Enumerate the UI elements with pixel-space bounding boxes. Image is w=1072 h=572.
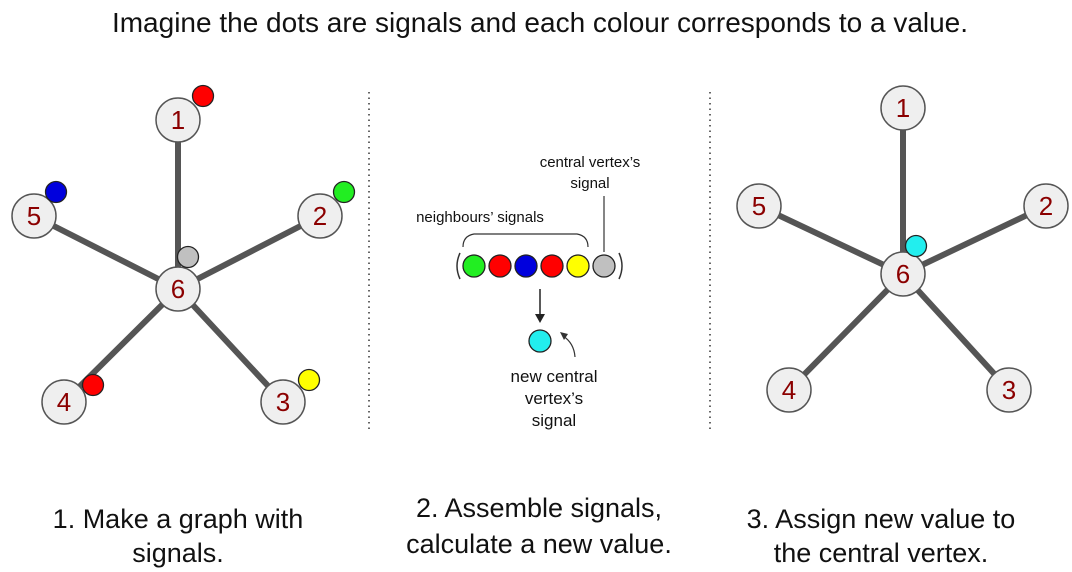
edge-6-3	[175, 286, 286, 405]
node-1-p3	[880, 85, 926, 131]
new-signal-dot-node-6	[904, 234, 928, 258]
edge-6-5-p3	[756, 203, 906, 277]
signal-dot-node-2	[332, 180, 356, 204]
node-2	[297, 193, 343, 239]
node-3-label: 3	[276, 387, 290, 417]
neighbours-signals-label: neighbours’ signals	[416, 209, 544, 226]
edge-6-4	[61, 286, 181, 405]
caption-3-line1: 3. Assign new value to	[747, 504, 1016, 534]
diagram-title: Imagine the dots are signals and each co…	[112, 7, 968, 38]
node-3-p3-label: 3	[1002, 375, 1016, 405]
node-3-p3	[986, 367, 1032, 413]
node-5-p3	[736, 183, 782, 229]
signal-dot-node-1	[191, 84, 215, 108]
right-bracket	[618, 252, 623, 280]
node-5-p3-label: 5	[752, 191, 766, 221]
panel-3-graph: 1 2 3 4 5 6	[736, 85, 1069, 413]
assembled-signal-dot-1-green	[462, 254, 486, 278]
result-label-line1: new central	[511, 367, 598, 386]
down-arrow-head	[535, 314, 545, 323]
node-2-p3	[1023, 183, 1069, 229]
node-6-p3	[880, 251, 926, 297]
neighbours-brace	[462, 233, 589, 248]
new-signal-curved-arrow	[562, 335, 576, 358]
edge-6-3-p3	[900, 271, 1012, 393]
signal-dot-node-6	[176, 245, 200, 269]
node-4	[41, 379, 87, 425]
result-label-line3: signal	[532, 411, 576, 430]
new-signal-curved-arrow-head	[560, 332, 568, 340]
caption-1-line1: 1. Make a graph with	[53, 504, 304, 534]
node-1	[155, 97, 201, 143]
signal-dot-node-5	[44, 180, 68, 204]
edge-6-5	[31, 213, 181, 292]
caption-2-line1: 2. Assemble signals,	[416, 493, 662, 523]
node-6-p3-label: 6	[896, 259, 910, 289]
edge-6-2	[175, 213, 323, 292]
new-signal-dot	[528, 329, 552, 353]
assembled-signal-dot-2-red	[488, 254, 512, 278]
assembled-signal-dot-3-blue	[514, 254, 538, 278]
node-5	[11, 193, 57, 239]
central-signal-label-line2: signal	[570, 175, 609, 192]
caption-3-line2: the central vertex.	[774, 538, 989, 568]
signal-sequence	[462, 254, 616, 278]
panel-2-assembly: central vertex’s signal neighbours’ sign…	[416, 154, 640, 430]
node-3	[260, 379, 306, 425]
signal-dot-node-3	[297, 368, 321, 392]
node-4-label: 4	[57, 387, 71, 417]
node-4-p3	[766, 367, 812, 413]
node-6-label: 6	[171, 274, 185, 304]
assembled-signal-dot-6-gray	[592, 254, 616, 278]
assembled-signal-dot-4-red	[540, 254, 564, 278]
panel-1-graph: 1 2 3 4 5 6	[11, 84, 356, 425]
node-1-label: 1	[171, 105, 185, 135]
caption-1-line2: signals.	[132, 538, 224, 568]
node-1-p3-label: 1	[896, 93, 910, 123]
node-4-p3-label: 4	[782, 375, 796, 405]
assembled-signal-dot-5-yellow	[566, 254, 590, 278]
node-2-p3-label: 2	[1039, 191, 1053, 221]
edge-6-2-p3	[900, 203, 1049, 277]
caption-2-line2: calculate a new value.	[406, 529, 672, 559]
node-6	[155, 266, 201, 312]
node-2-label: 2	[313, 201, 327, 231]
signal-dot-node-4	[81, 373, 105, 397]
node-5-label: 5	[27, 201, 41, 231]
edge-6-4-p3	[786, 271, 906, 393]
result-label-line2: vertex’s	[525, 389, 583, 408]
central-signal-label-line1: central vertex’s	[540, 154, 641, 171]
left-bracket	[456, 252, 461, 280]
